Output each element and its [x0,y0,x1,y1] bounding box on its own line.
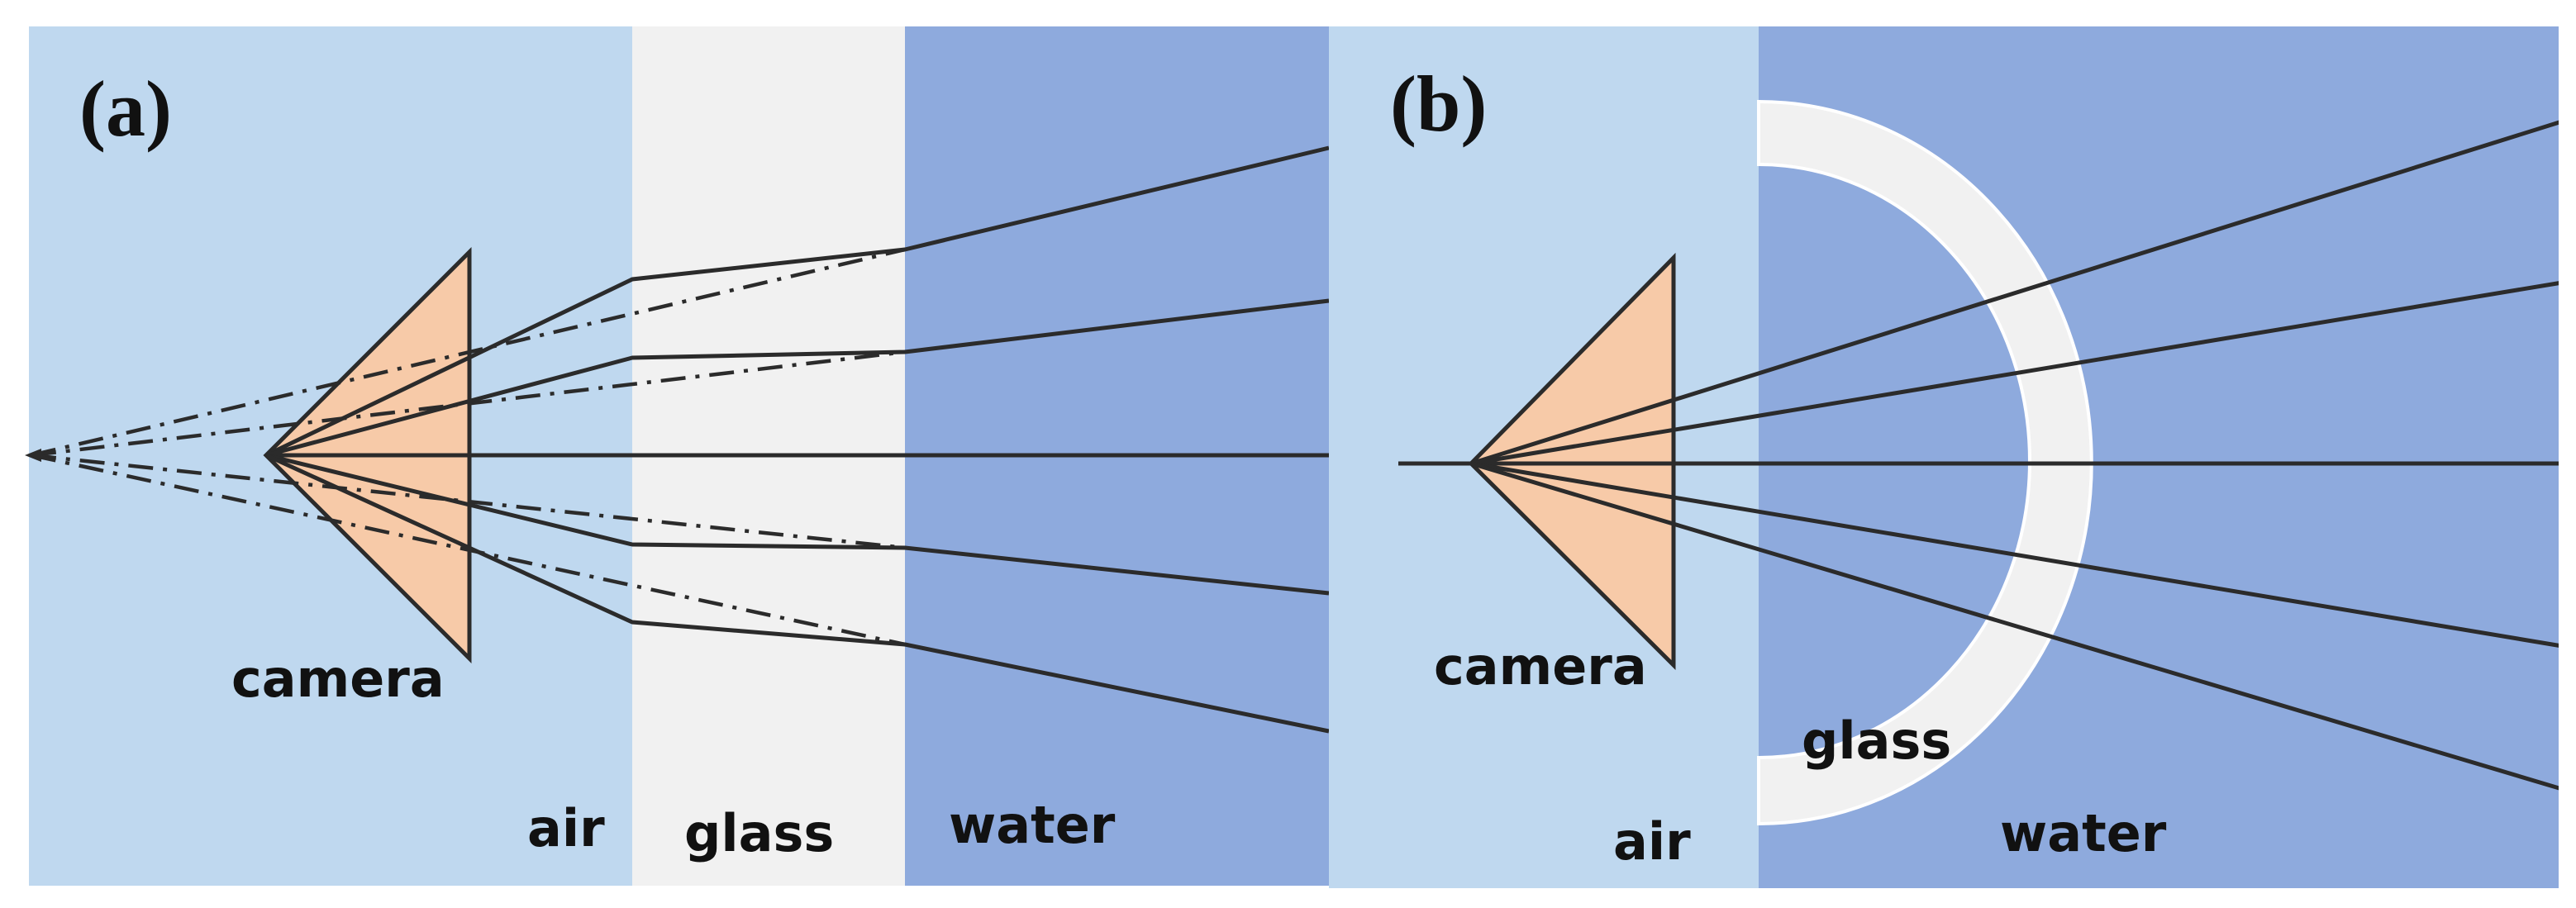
panel-b-tag: (b) [1390,59,1487,148]
panel-a-virtual-ray-1 [31,247,906,458]
panel-a: (a) camera air glass water [25,26,1330,886]
panel-b-rays [1398,120,2559,791]
panel-a-air-label: air [527,798,605,858]
panel-b-glass-dome [1757,99,2093,826]
panel-a-virtual-ray-4 [31,453,906,647]
panel-a-virtual-center-arrow [25,449,41,462]
panel-a-virtual-ray-3 [31,453,906,550]
panel-b-camera-label: camera [1434,636,1647,696]
panel-a-ray-2 [265,298,1330,458]
panel-a-ray-3 [265,453,1330,596]
panel-a-virtual-ray-2 [31,349,906,458]
panel-b-ray-1 [1470,120,2559,466]
panel-a-camera-label: camera [231,649,445,709]
panel-a-tag: (a) [79,64,172,153]
panel-a-ray-4 [264,453,1330,734]
panel-b-air-label: air [1613,811,1691,872]
panel-b: (b) camera glass air water [1329,26,2559,888]
panel-a-virtual-rays [25,247,906,647]
panel-a-refracted-rays [264,145,1330,734]
panel-b-ray-3 [1470,461,2559,648]
panel-a-ray-1 [264,145,1330,458]
panel-b-ray-4 [1470,461,2559,791]
panel-b-glass-label: glass [1802,711,1951,771]
panel-a-glass-label: glass [684,803,834,863]
panel-b-water-label: water [2000,803,2167,863]
panel-a-water-label: water [949,795,1116,855]
panel-b-ray-2 [1470,281,2559,466]
